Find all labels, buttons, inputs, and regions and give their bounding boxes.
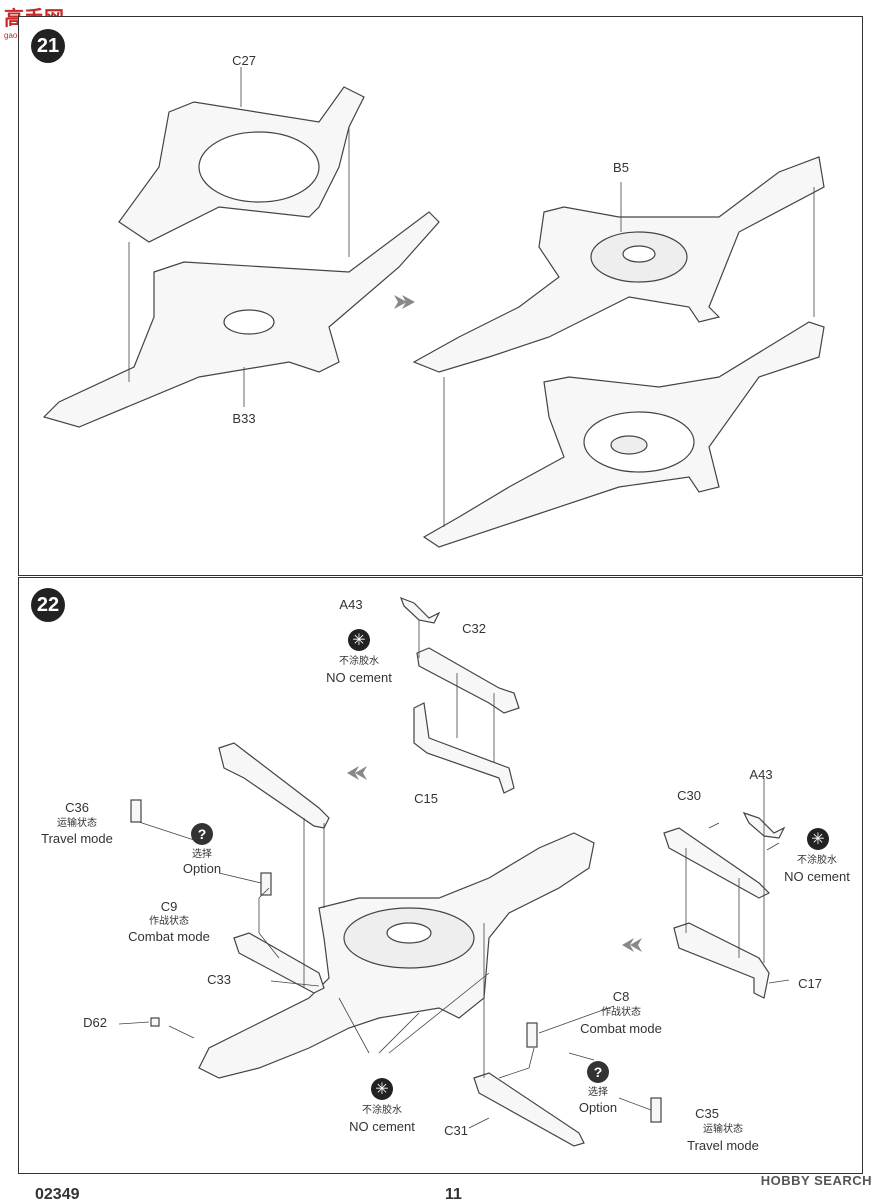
- step-21-number-badge: 21: [31, 29, 65, 63]
- part-label-b5: B5: [613, 160, 629, 175]
- combat-mode-cn-right: 作战状态: [601, 1007, 641, 1018]
- no-cement-cn-bottom: 不涂胶水: [362, 1105, 402, 1116]
- part-left-arm-drawing: [218, 742, 330, 829]
- part-label-c33: C33: [207, 972, 231, 987]
- step-21-panel: 21 C27 B5 B33: [18, 16, 863, 576]
- part-label-c30: C30: [677, 788, 701, 803]
- part-d62-drawing: [150, 1017, 160, 1027]
- combat-mode-en-left: Combat mode: [128, 929, 210, 944]
- part-label-c17: C17: [798, 976, 822, 991]
- travel-mode-cn-right: 运输状态: [703, 1124, 743, 1135]
- part-a43-top-drawing: [399, 596, 441, 624]
- part-label-a43-top: A43: [339, 597, 363, 612]
- option-icon-left: ?: [191, 823, 213, 845]
- step-21-illustration: [42, 67, 825, 548]
- part-c8-drawing: [526, 1022, 538, 1048]
- part-label-d62: D62: [83, 1015, 107, 1030]
- part-c30-drawing: [663, 827, 771, 899]
- step-22-number-badge: 22: [31, 588, 65, 622]
- part-label-c35: C35: [695, 1106, 719, 1121]
- option-en-right: Option: [578, 1100, 618, 1115]
- no-cement-en-bottom: NO cement: [349, 1119, 415, 1134]
- combat-mode-cn-left: 作战状态: [149, 916, 189, 927]
- no-cement-icon-bottom: ✳: [371, 1078, 393, 1100]
- watermark-hobby-search: HOBBY SEARCH: [760, 1173, 872, 1188]
- part-label-c31: C31: [444, 1123, 468, 1138]
- step-22-illustration: [118, 596, 790, 1147]
- part-c32-drawing: [416, 647, 520, 714]
- combat-mode-en-right: Combat mode: [580, 1021, 662, 1036]
- page-code: 02349: [35, 1186, 80, 1203]
- no-cement-en-right: NO cement: [784, 869, 850, 884]
- no-cement-icon-right: ✳: [807, 828, 829, 850]
- option-en-left: Option: [182, 861, 222, 876]
- option-cn-right: 选择: [588, 1087, 608, 1098]
- travel-mode-en-right: Travel mode: [687, 1138, 759, 1153]
- part-label-c15: C15: [414, 791, 438, 806]
- option-icon-right: ?: [587, 1061, 609, 1083]
- no-cement-cn-top: 不涂胶水: [339, 656, 379, 667]
- part-c35-drawing: [650, 1097, 662, 1123]
- no-cement-icon-top: ✳: [348, 629, 370, 651]
- travel-mode-cn-left: 运输状态: [57, 818, 97, 829]
- part-c15-drawing: [413, 702, 515, 794]
- part-label-c9: C9: [160, 899, 178, 914]
- page-number: 11: [445, 1186, 462, 1203]
- part-label-c32: C32: [462, 621, 486, 636]
- part-label-c8: C8: [612, 989, 630, 1004]
- part-label-a43-right: A43: [749, 767, 773, 782]
- step-22-panel: 22 A43 ✳ 不涂胶水 NO cement C32 C15 C36 运输状态…: [18, 577, 863, 1174]
- part-label-c36: C36: [65, 800, 89, 815]
- no-cement-cn-right: 不涂胶水: [797, 855, 837, 866]
- part-c31-drawing: [473, 1072, 585, 1147]
- part-c36-drawing: [130, 799, 142, 823]
- part-c33-drawing: [233, 932, 325, 994]
- part-label-b33: B33: [232, 411, 256, 426]
- part-label-c27: C27: [232, 53, 256, 68]
- option-cn-left: 选择: [192, 849, 212, 860]
- no-cement-en-top: NO cement: [326, 670, 392, 685]
- part-c9-drawing: [260, 872, 272, 896]
- part-c17-drawing: [673, 922, 770, 999]
- travel-mode-en-left: Travel mode: [41, 831, 113, 846]
